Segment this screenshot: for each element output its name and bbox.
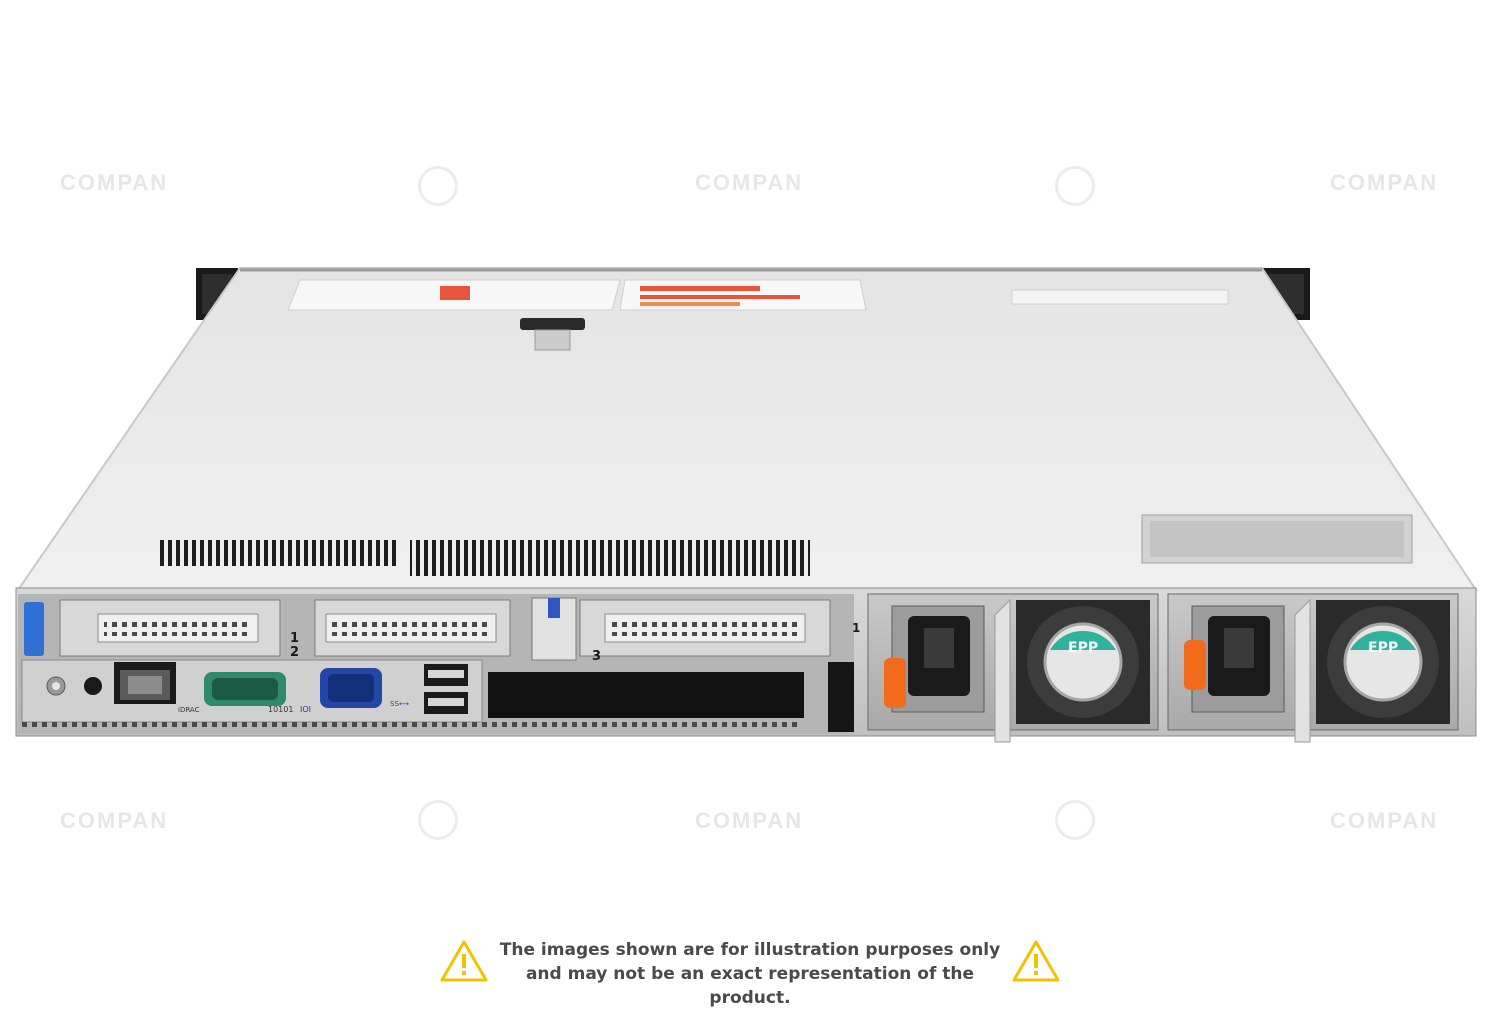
vga-label: IOI: [300, 705, 311, 714]
watermark-text: COMPAN: [1330, 170, 1439, 195]
usb-port[interactable]: [424, 664, 468, 686]
watermark-text: COMPAN: [60, 170, 169, 195]
watermark-text: COMPAN: [695, 808, 804, 833]
riser-number: 2: [290, 645, 299, 660]
warning-icon: [1012, 940, 1060, 982]
watermark-text: COMPAN: [1330, 808, 1439, 833]
watermark-logo-icon: [418, 166, 458, 206]
expansion-opening: [488, 672, 804, 718]
psu-pull-handle[interactable]: [994, 598, 1011, 743]
disclaimer-text: The images shown are for illustration pu…: [498, 938, 1002, 1010]
idrac-label: iDRAC: [178, 706, 200, 714]
idrac-port[interactable]: [114, 662, 176, 704]
serial-label: 10101: [268, 705, 293, 714]
psu-release-handle[interactable]: [884, 658, 906, 708]
pcie-slot: [314, 599, 511, 657]
psu-fan-label: EPP: [1068, 640, 1098, 656]
power-supply-1[interactable]: EPP: [867, 593, 1159, 743]
pcie-slot: [579, 599, 831, 657]
psu-pull-handle[interactable]: [1294, 598, 1311, 743]
system-id-button[interactable]: [46, 676, 66, 696]
pull-tab[interactable]: [24, 602, 44, 656]
serial-port[interactable]: [204, 672, 286, 706]
lid-latch: [520, 318, 585, 351]
psu-number: 1: [852, 621, 860, 635]
top-vent: [160, 540, 400, 566]
psu-fan-label: EPP: [1368, 640, 1398, 656]
usb-port[interactable]: [424, 692, 468, 714]
top-service-label: [287, 279, 1229, 311]
vga-port[interactable]: [320, 668, 382, 708]
riser-number: 3: [592, 649, 601, 664]
power-supply-2[interactable]: EPP: [1167, 593, 1459, 743]
watermark-logo-icon: [1055, 166, 1095, 206]
psu-release-handle[interactable]: [1184, 640, 1206, 690]
usb-label: SS⟷: [390, 700, 409, 708]
top-vent: [410, 540, 810, 576]
disclaimer-line-1: The images shown are for illustration pu…: [499, 940, 1001, 960]
watermark-text: COMPAN: [60, 808, 169, 833]
status-led: [84, 677, 102, 695]
watermark-logo-icon: [1055, 800, 1095, 840]
service-tag: [828, 662, 854, 732]
watermark-logo-icon: [418, 800, 458, 840]
pcie-slot: [59, 599, 281, 657]
disclaimer-banner: The images shown are for illustration pu…: [440, 936, 1060, 1008]
watermark-text: COMPAN: [695, 170, 804, 195]
disclaimer-line-2: and may not be an exact representation o…: [525, 964, 975, 1008]
regulatory-label: [1141, 514, 1413, 564]
warning-icon: [440, 940, 488, 982]
riser-number: 1: [290, 631, 299, 646]
